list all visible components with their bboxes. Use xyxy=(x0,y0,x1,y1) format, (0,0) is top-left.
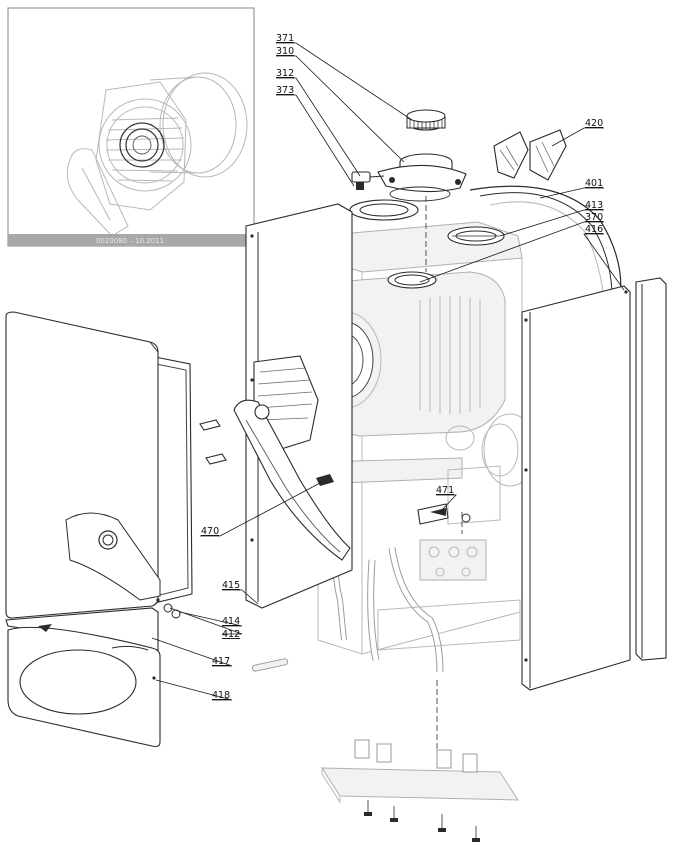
leader-lines xyxy=(151,42,625,701)
callout-416: 416 xyxy=(585,224,603,235)
front-door-panel xyxy=(5,311,289,748)
inset-detail: 0020080 – 10.2011 xyxy=(7,7,255,247)
callout-312: 312 xyxy=(276,68,294,79)
bracket-420 xyxy=(493,129,567,181)
callout-414: 414 xyxy=(222,616,240,627)
callout-310: 310 xyxy=(276,46,294,57)
callout-labels: 371 310 312 373 420 401 413 370 416 471 … xyxy=(201,33,603,701)
callout-415: 415 xyxy=(222,580,240,591)
callout-420: 420 xyxy=(585,118,603,129)
callout-470: 470 xyxy=(201,526,219,537)
callout-371: 371 xyxy=(276,33,294,44)
callout-373: 373 xyxy=(276,85,294,96)
callout-413: 413 xyxy=(585,200,603,211)
callout-401: 401 xyxy=(585,178,603,189)
callout-418: 418 xyxy=(212,690,230,701)
bottom-manifold xyxy=(321,739,519,842)
burner-door-470 xyxy=(199,355,351,561)
flue-assembly xyxy=(349,109,505,760)
callout-412: 412 xyxy=(222,629,240,640)
callout-471: 471 xyxy=(436,485,454,496)
callout-370: 370 xyxy=(585,212,603,223)
callout-417: 417 xyxy=(212,656,230,667)
side-panel-416 xyxy=(521,277,667,691)
inset-caption: 0020080 – 10.2011 xyxy=(96,237,164,245)
clip-471 xyxy=(417,503,471,525)
